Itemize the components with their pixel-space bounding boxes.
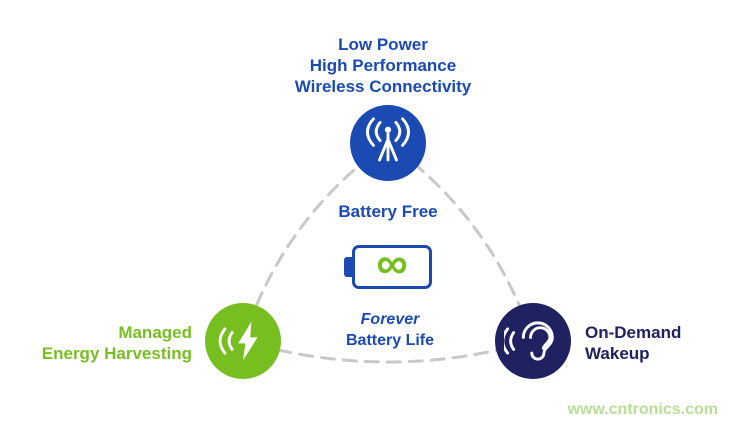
- title-line-2: High Performance: [309, 56, 457, 75]
- battery-life-line: Battery Life: [345, 332, 435, 349]
- on-demand-line: On-Demand: [585, 323, 682, 342]
- antenna-shape: [366, 117, 410, 162]
- battery-icon: ∞: [352, 239, 432, 289]
- antenna-signal-icon: [366, 117, 410, 162]
- harvesting-node-circle: [205, 303, 281, 379]
- diagram-title: Low Power High Performance Wireless Conn…: [233, 34, 533, 97]
- wireless-node-circle: [350, 105, 426, 181]
- ear-listening-icon: [504, 321, 554, 361]
- title-line-3: Wireless Connectivity: [294, 77, 472, 96]
- forever-line: Forever: [360, 311, 420, 328]
- dashed-path: [241, 141, 535, 364]
- lightning-waves-icon: [218, 321, 258, 361]
- battery-terminal-nub: [344, 257, 353, 277]
- wakeup-node-circle: [495, 303, 571, 379]
- on-demand-wakeup-label: On-Demand Wakeup: [585, 322, 725, 364]
- managed-line: Managed: [118, 323, 192, 342]
- title-line-1: Low Power: [338, 35, 428, 54]
- energy-harvesting-line: Energy Harvesting: [41, 344, 192, 363]
- watermark-url: www.cntronics.com: [567, 401, 718, 418]
- energy-harvesting-label: Managed Energy Harvesting: [0, 322, 192, 364]
- infinity-symbol: ∞: [376, 239, 408, 288]
- forever-battery-life-label: Forever Battery Life: [240, 309, 540, 351]
- lightning-shape: [218, 321, 258, 361]
- ear-shape: [504, 321, 554, 361]
- battery-free-label: Battery Free: [338, 202, 438, 221]
- wakeup-line: Wakeup: [585, 344, 650, 363]
